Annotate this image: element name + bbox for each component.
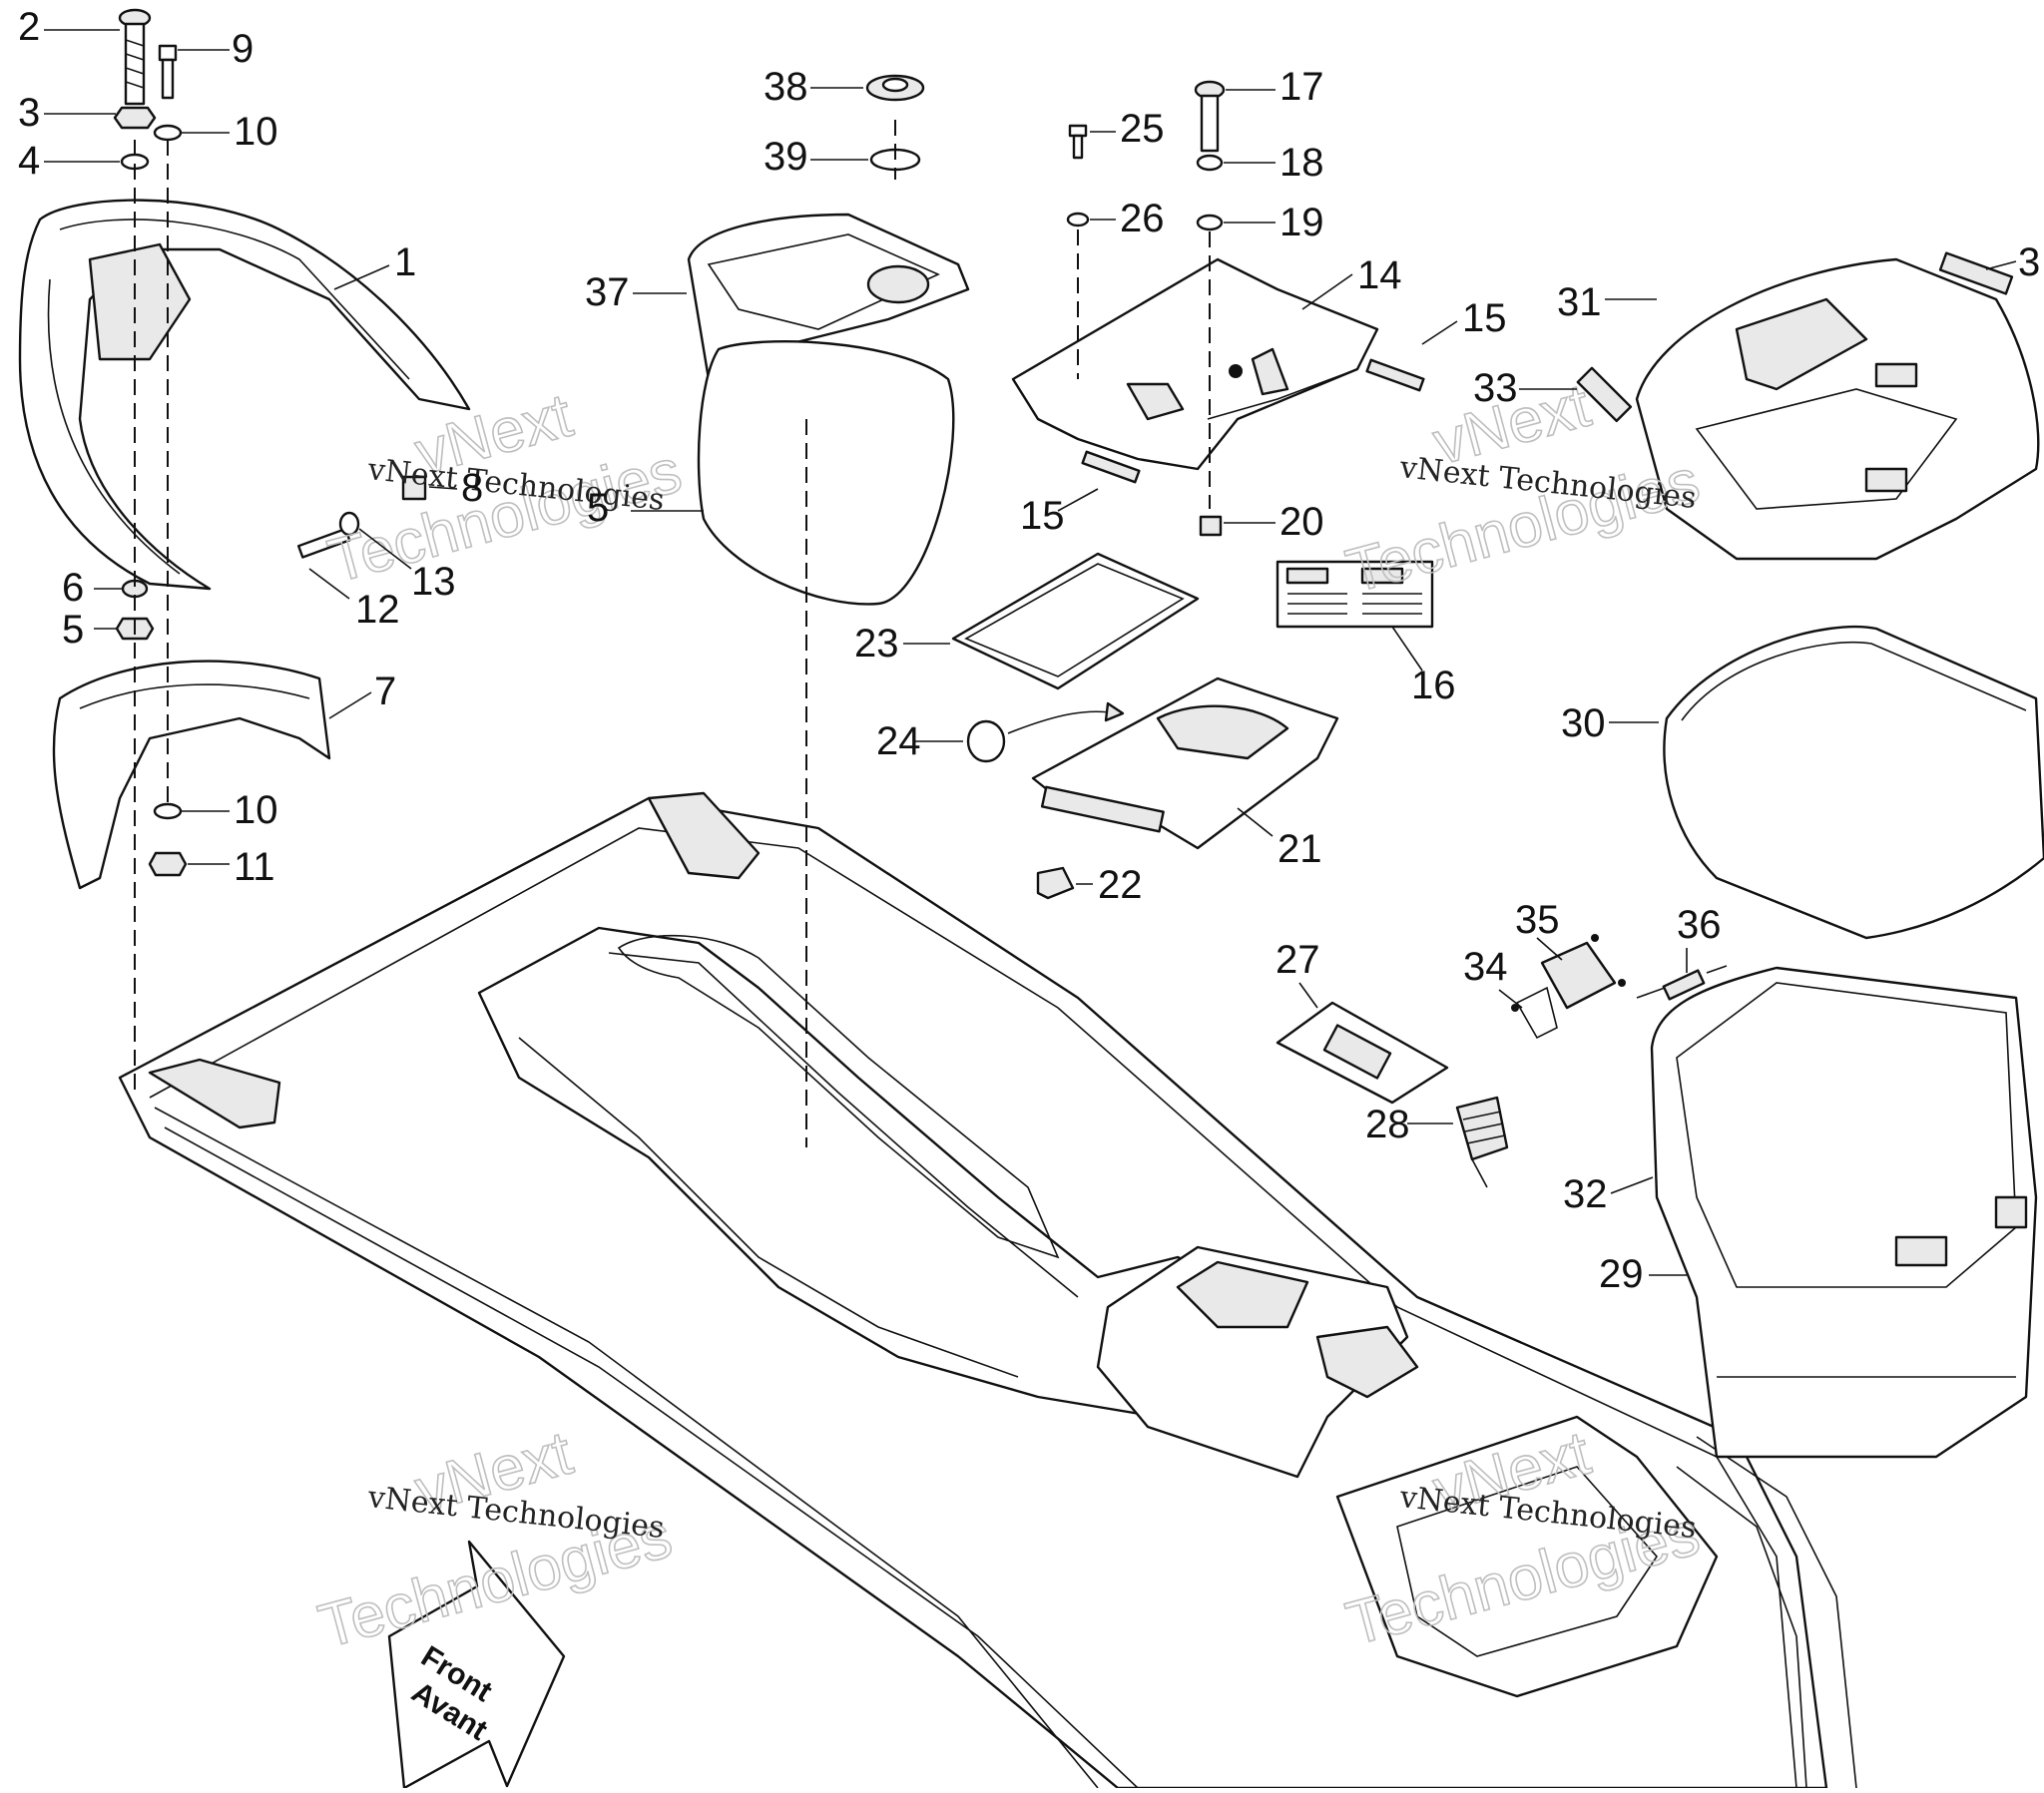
callout-number-12: 12 [355,588,400,632]
part-21-tray [951,552,1339,900]
callout-number-32: 32 [1563,1172,1608,1216]
callout-number-29: 29 [1599,1252,1644,1296]
callout-leader-34 [1498,989,1523,1009]
callout-number-3b: 3 [2018,240,2040,284]
callout-number-11: 11 [234,845,275,889]
callout-number-31: 31 [1557,280,1602,324]
callout-leader-16 [1391,626,1423,672]
callout-number-27: 27 [1276,938,1320,982]
callout-leader-15b [1421,320,1458,345]
callout-number-23: 23 [854,622,899,666]
part-32-storage-bin [1650,966,2038,1459]
callout-leader-27 [1298,982,1318,1009]
callout-number-36: 36 [1677,903,1722,947]
callout-number-37: 37 [585,270,630,314]
callout-number-28: 28 [1365,1103,1410,1146]
callout-number-13: 13 [411,560,456,604]
callout-number-2: 2 [18,5,40,49]
callout-number-30: 30 [1561,701,1606,745]
part-14-bracket [1011,80,1434,629]
callout-number-18: 18 [1279,141,1324,185]
callout-leader-14 [1301,273,1353,310]
callout-number-8: 8 [461,466,483,510]
callout-number-17: 17 [1279,65,1324,109]
part-37-glovebox [687,74,970,1147]
callout-number-21: 21 [1278,827,1322,871]
callout-number-15b: 15 [1462,296,1507,340]
callout-labels: 1233456789101011121314151516171819202122… [18,5,2040,1296]
callout-number-16: 16 [1411,664,1456,707]
callout-number-39: 39 [764,135,808,179]
callout-number-34: 34 [1463,945,1508,989]
callout-number-35: 35 [1515,898,1560,942]
callout-leader-13 [358,528,412,570]
callout-number-33: 33 [1473,366,1518,410]
front-direction-arrow: Front Avant [387,1540,566,1790]
callout-leader-7 [328,691,372,719]
part-1-front-cowl [18,199,471,591]
callout-number-38: 38 [764,65,808,109]
callout-number-20: 20 [1279,500,1324,544]
callout-number-3: 3 [18,91,40,135]
deck-body [118,791,1857,1790]
callout-leader-3b [1985,260,2017,270]
small-electrical-parts [1276,934,1728,1188]
callout-number-40: 5 [587,486,609,530]
callout-leader-8 [428,486,458,490]
callout-leader-35 [1536,937,1563,961]
callout-number-7: 7 [374,670,396,713]
callout-number-1: 1 [394,240,416,284]
callout-leader-32 [1610,1176,1654,1194]
callout-number-26: 26 [1120,197,1165,240]
callout-number-19: 19 [1279,201,1324,244]
left-hardware [113,8,427,1090]
callout-number-15: 15 [1020,494,1065,538]
callout-number-5: 5 [62,608,84,652]
callout-number-9: 9 [232,27,254,71]
callout-number-22: 22 [1098,863,1143,907]
callout-leader-1 [333,264,390,290]
part-7-lower-fairing [52,660,331,890]
callout-leader-21 [1237,807,1274,837]
part-31-storage-lid [1576,251,2044,940]
callout-leader-15 [1057,488,1099,512]
callout-number-6: 6 [62,566,84,610]
callout-number-10b: 10 [234,788,278,832]
callout-number-10: 10 [234,110,278,154]
callout-number-14: 14 [1357,253,1402,297]
callout-number-4: 4 [18,139,40,183]
callout-leader-12 [308,568,350,600]
callout-number-25: 25 [1120,107,1165,151]
callout-number-24: 24 [876,719,921,763]
